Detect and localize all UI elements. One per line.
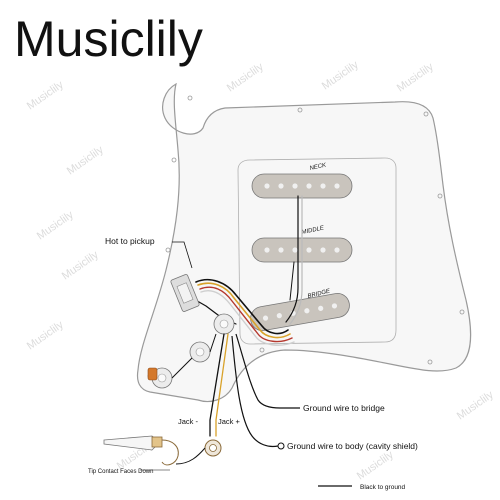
pickup-cavity-outline xyxy=(237,157,397,345)
watermark: Musiclily xyxy=(455,389,496,423)
watermark: Musiclily xyxy=(320,59,361,93)
tone-capacitor xyxy=(147,367,158,381)
pickup-leads xyxy=(285,195,303,325)
volume-pot xyxy=(213,313,235,335)
watermark: Musiclily xyxy=(65,144,106,178)
watermark: Musiclily xyxy=(25,319,66,353)
ground-wire-body xyxy=(231,335,279,448)
ground-wire-bridge xyxy=(235,333,300,409)
watermark: Musiclily xyxy=(395,61,436,95)
output-jack xyxy=(175,439,222,465)
label-jack-minus: Jack - xyxy=(178,417,199,426)
neck-label: NECK xyxy=(309,162,328,172)
hot-to-pickup-leader xyxy=(172,241,193,269)
label-tip-contact: Tip Contact Faces Down xyxy=(88,469,153,475)
jack-wires xyxy=(209,333,229,437)
watermark: Musiclily xyxy=(35,209,76,243)
label-jack-plus: Jack + xyxy=(218,417,241,426)
bridge-pickup xyxy=(250,293,350,331)
label-hot-to-pickup: Hot to pickup xyxy=(105,236,155,246)
jack-side-view xyxy=(103,435,179,466)
selector-switch xyxy=(170,274,200,312)
legend-black-to-ground: Black to ground xyxy=(360,484,406,491)
watermark: Musiclily xyxy=(60,249,101,283)
tone-pot-1 xyxy=(189,341,211,363)
bridge-label: BRIDGE xyxy=(307,288,332,300)
ground-lug-icon xyxy=(277,442,285,450)
label-ground-body: Ground wire to body (cavity shield) xyxy=(287,441,418,451)
watermark: Musiclily xyxy=(355,449,396,483)
pot-ground-wire xyxy=(171,333,217,379)
legend: Black to ground xyxy=(318,484,406,491)
watermark: Musiclily xyxy=(25,79,66,113)
brand-logo: Musiclily xyxy=(14,11,203,67)
label-ground-bridge: Ground wire to bridge xyxy=(303,403,385,413)
watermark: Musiclily xyxy=(225,61,266,95)
middle-label: MIDDLE xyxy=(301,225,325,236)
neck-pickup: NECK xyxy=(251,162,353,199)
